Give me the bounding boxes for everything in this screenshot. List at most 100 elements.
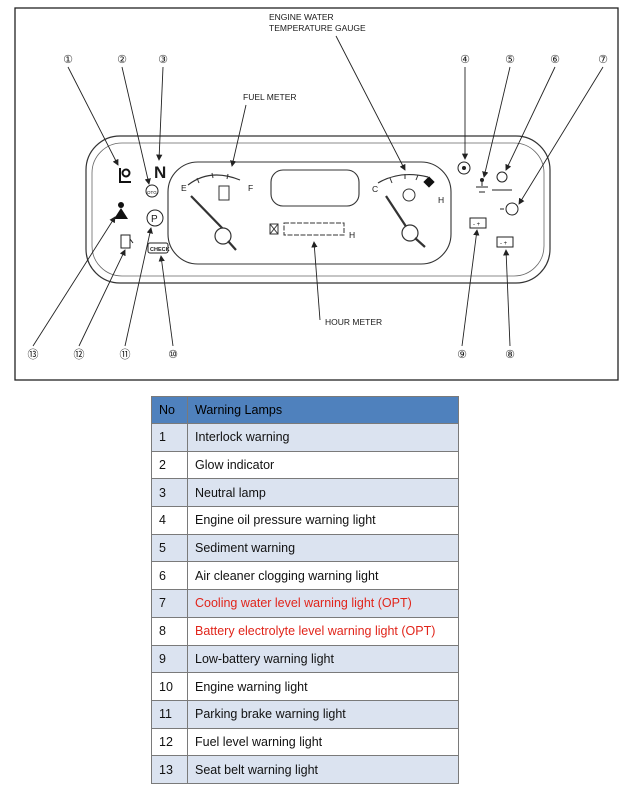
hour-digits (283, 222, 345, 236)
callout-11: ⑪ (120, 348, 131, 361)
instrument-panel-diagram: E F C H H N OTG (14, 7, 619, 381)
fuel-gauge: E F (181, 172, 253, 251)
diagram-frame (14, 7, 619, 381)
hourglass-icon (269, 223, 279, 235)
fuel-e-label: E (181, 183, 187, 193)
callout-13: ⑬ (28, 348, 39, 361)
temp-c-label: C (372, 184, 378, 194)
callout-4: ④ (460, 54, 470, 66)
row-lamp-name: Seat belt warning light (187, 755, 459, 784)
temp-h-label: H (438, 195, 444, 205)
leader-lines (32, 35, 604, 347)
svg-text:CHECK: CHECK (150, 247, 170, 253)
row-lamp-name: Sediment warning (187, 533, 459, 563)
callout-2: ② (117, 54, 127, 66)
row-number: 4 (151, 506, 188, 535)
temperature-gauge: C H (372, 173, 444, 248)
row-lamp-name: Parking brake warning light (187, 699, 459, 729)
coolant-temp-icon (402, 188, 416, 202)
row-number: 9 (151, 644, 188, 674)
header-no: No (151, 396, 188, 424)
callout-3: ③ (158, 54, 168, 66)
hour-meter-label: HOUR METER (325, 317, 382, 327)
row-lamp-name: Engine warning light (187, 672, 459, 701)
callout-5: ⑤ (505, 54, 515, 66)
row-lamp-name: Fuel level warning light (187, 727, 459, 757)
table-header-row: No Warning Lamps (151, 396, 459, 424)
callout-7: ⑦ (598, 54, 608, 66)
engine-warning-icon: CHECK (147, 242, 170, 254)
fuel-pump-icon (218, 185, 230, 201)
oil-pressure-icon (457, 161, 471, 175)
callout-9: ⑨ (457, 349, 467, 361)
fuel-meter-label: FUEL METER (243, 92, 297, 102)
temp-hot-marker (423, 176, 435, 188)
row-lamp-name: Air cleaner clogging warning light (187, 561, 459, 591)
engine-water-label-1: ENGINE WATER (269, 12, 334, 22)
row-lamp-name: Low-battery warning light (187, 644, 459, 674)
cooling-water-icon (500, 202, 519, 216)
header-warning-lamps: Warning Lamps (187, 396, 459, 424)
row-number: 5 (151, 533, 188, 563)
parking-brake-icon: P (146, 209, 164, 227)
row-number: 11 (151, 699, 188, 729)
row-lamp-name: Battery electrolyte level warning light … (187, 616, 459, 646)
callout-12: ⑫ (74, 348, 85, 361)
row-number: 1 (151, 423, 188, 452)
callout-10: ⑩ (168, 349, 178, 361)
svg-text:OTG: OTG (147, 190, 157, 195)
air-cleaner-icon (492, 171, 512, 191)
glow-indicator-icon: OTG (145, 184, 159, 198)
gauge-cluster (167, 161, 452, 265)
neutral-icon: N (154, 163, 166, 182)
callout-1: ① (63, 54, 73, 66)
row-number: 2 (151, 450, 188, 480)
panel-inner (91, 142, 545, 277)
row-lamp-name: Interlock warning (187, 423, 459, 452)
svg-text:- +: - + (473, 222, 481, 228)
low-battery-icon: - + (469, 217, 487, 229)
row-number: 8 (151, 616, 188, 646)
row-number: 3 (151, 478, 188, 508)
hour-h-label: H (349, 230, 355, 240)
svg-text:P: P (151, 214, 158, 225)
engine-water-label-2: TEMPERATURE GAUGE (269, 23, 366, 33)
callout-6: ⑥ (550, 54, 560, 66)
hour-meter: H (269, 222, 355, 240)
fuel-level-icon (120, 234, 134, 249)
row-lamp-name: Engine oil pressure warning light (187, 506, 459, 535)
battery-electrolyte-icon: - + (496, 236, 514, 248)
fuel-needle-hub (214, 227, 232, 245)
svg-text:- +: - + (500, 241, 508, 247)
row-number: 7 (151, 589, 188, 618)
row-lamp-name: Neutral lamp (187, 478, 459, 508)
panel-outer (85, 135, 551, 284)
row-number: 10 (151, 672, 188, 701)
interlock-icon (119, 168, 131, 183)
row-lamp-name: Cooling water level warning light (OPT) (187, 589, 459, 618)
row-number: 6 (151, 561, 188, 591)
display-window (270, 169, 360, 207)
sediment-icon (476, 178, 488, 193)
row-number: 13 (151, 755, 188, 784)
seat-belt-icon (114, 202, 128, 219)
row-lamp-name: Glow indicator (187, 450, 459, 480)
row-number: 12 (151, 727, 188, 757)
fuel-f-label: F (248, 183, 253, 193)
callout-8: ⑧ (505, 349, 515, 361)
